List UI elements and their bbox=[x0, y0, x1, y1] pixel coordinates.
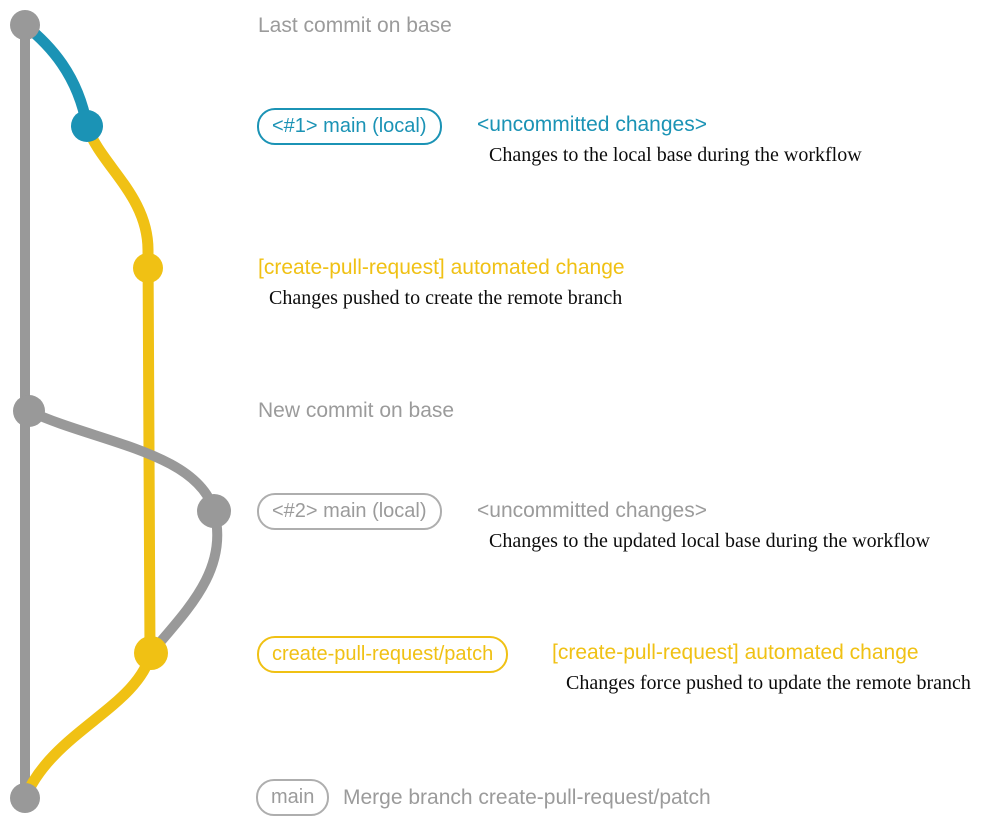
commit-node-merge bbox=[10, 783, 40, 813]
commit-node-new-base bbox=[13, 395, 45, 427]
edge-local-main-1 bbox=[19, 19, 93, 132]
edge-patch-branch bbox=[81, 120, 156, 659]
commit-graph bbox=[10, 10, 231, 813]
edge-merge-to-base bbox=[19, 647, 157, 804]
branch-badge-main: main bbox=[256, 779, 330, 816]
branch-badge-patch: create-pull-request/patch bbox=[257, 636, 509, 673]
uncommitted-changes-title-1: <uncommitted changes> bbox=[477, 113, 707, 136]
new-commit-label: New commit on base bbox=[258, 399, 455, 422]
last-commit-label: Last commit on base bbox=[258, 14, 452, 37]
automated-change-title-2: [create-pull-request] automated change bbox=[552, 641, 919, 664]
commit-node-automated-change-2 bbox=[134, 636, 168, 670]
automated-change-title-1: [create-pull-request] automated change bbox=[258, 256, 625, 279]
commit-node-last-base bbox=[10, 10, 40, 40]
uncommitted-changes-desc-1: Changes to the local base during the wor… bbox=[489, 144, 862, 166]
commit-node-automated-change-1 bbox=[133, 253, 163, 283]
automated-change-desc-2: Changes force pushed to update the remot… bbox=[566, 672, 971, 694]
uncommitted-changes-title-2: <uncommitted changes> bbox=[477, 499, 707, 522]
commit-node-local-main-1 bbox=[71, 110, 103, 142]
commit-node-local-main-2 bbox=[197, 494, 231, 528]
branch-badge-main-local-1: <#1> main (local) bbox=[257, 108, 442, 145]
uncommitted-changes-desc-2: Changes to the updated local base during… bbox=[489, 530, 930, 552]
edge-local-main-2 bbox=[24, 406, 223, 658]
merge-commit-title: Merge branch create-pull-request/patch bbox=[343, 786, 711, 809]
automated-change-desc-1: Changes pushed to create the remote bran… bbox=[269, 287, 623, 309]
branch-badge-main-local-2: <#2> main (local) bbox=[257, 493, 442, 530]
